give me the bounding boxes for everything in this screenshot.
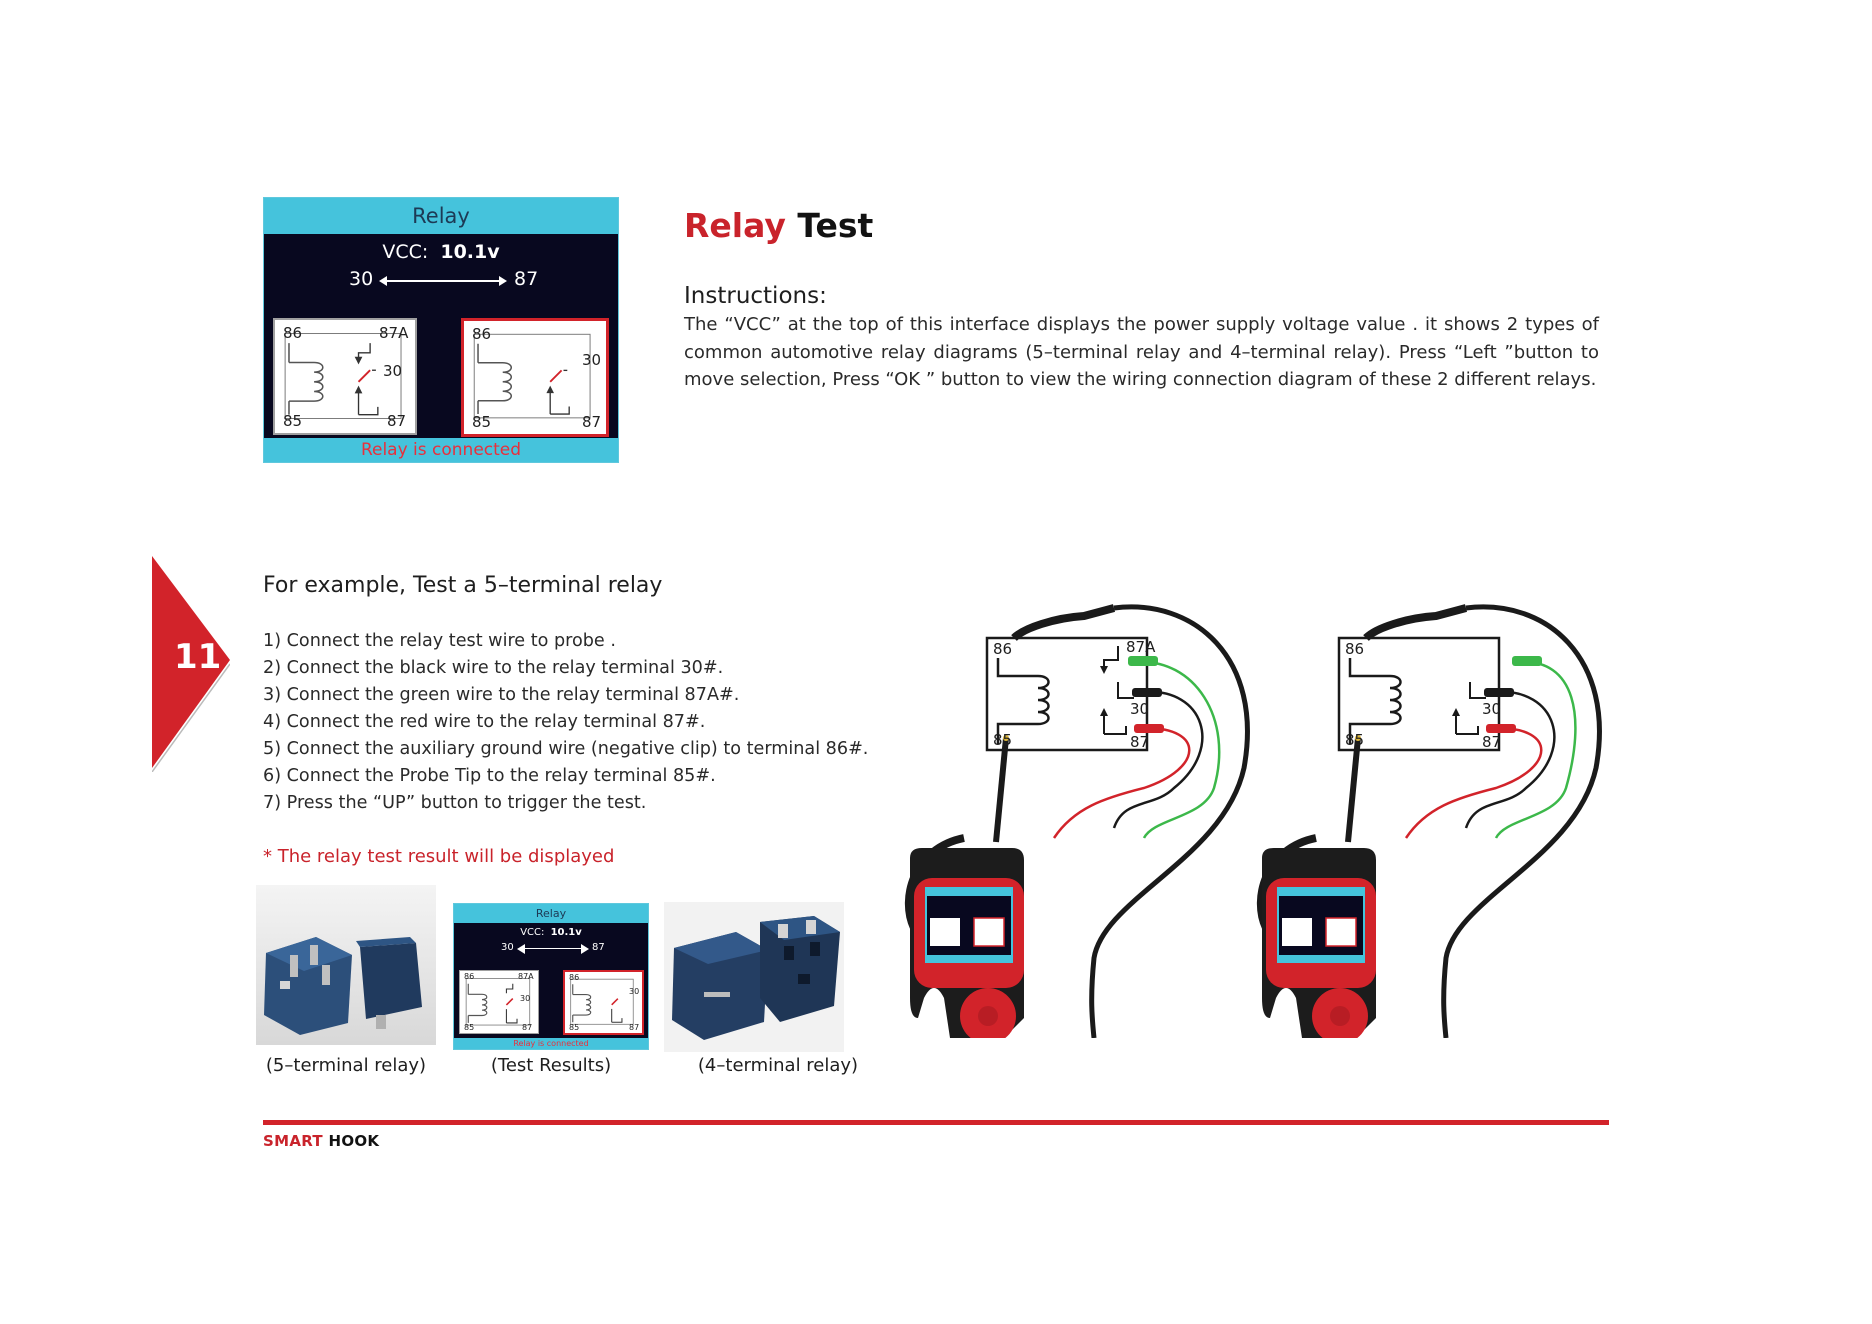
screen-header: Relay — [264, 198, 618, 234]
steps-list: 1) Connect the relay test wire to probe … — [263, 628, 903, 817]
label-87: 87 — [582, 413, 602, 431]
four-terminal-relay-photo — [664, 902, 844, 1052]
label-87: 87 — [1482, 733, 1502, 751]
label-86: 86 — [569, 973, 580, 982]
label-85: 85 — [464, 1023, 475, 1032]
screen-header: Relay — [454, 904, 648, 923]
wiring-illustration — [904, 604, 1250, 1044]
title-test: Test — [785, 206, 874, 245]
label-30: 30 — [520, 994, 531, 1003]
label-30: 30 — [629, 987, 640, 996]
four-terminal-relay-diagram — [570, 978, 634, 1025]
label-87: 87 — [387, 412, 407, 430]
caption-four-terminal: (4–terminal relay) — [697, 1055, 859, 1076]
to-terminal: 87 — [514, 268, 539, 290]
page-tab — [151, 556, 231, 773]
four-terminal-option: 86 30 85 87 — [563, 970, 644, 1035]
label-85: 85 — [1345, 731, 1365, 749]
step-item: 6) Connect the Probe Tip to the relay te… — [263, 766, 716, 786]
page-title: Relay Test — [684, 206, 873, 245]
page-number: 11 — [174, 637, 222, 677]
from-terminal: 30 — [349, 268, 374, 290]
label-86: 86 — [1345, 640, 1365, 658]
terminal-arrow-row: 30 87 — [454, 942, 648, 956]
double-arrow-icon — [379, 276, 507, 286]
screen-status-text: Relay is connected — [360, 440, 522, 460]
step-item: 3) Connect the green wire to the relay t… — [263, 685, 740, 705]
vcc-label: VCC: — [520, 927, 545, 938]
result-note: * The relay test result will be displaye… — [263, 846, 615, 867]
label-87a: 87A — [518, 972, 534, 981]
screen-header-text: Relay — [535, 907, 567, 920]
relay-screen-main: Relay VCC: 10.1v 30 87 86 87A 30 85 87 — [263, 197, 619, 463]
screen-status-text: Relay is connected — [513, 1039, 589, 1048]
example-heading: For example, Test a 5–terminal relay — [263, 573, 663, 598]
wiring-illustration — [1256, 604, 1602, 1044]
step-item: 7) Press the “UP” button to trigger the … — [263, 793, 647, 813]
instructions-body: The “VCC” at the top of this interface d… — [684, 314, 1599, 390]
four-terminal-option[interactable]: 86 30 85 87 — [461, 318, 609, 437]
from-terminal: 30 — [501, 942, 514, 953]
five-terminal-relay-photo — [256, 885, 436, 1045]
wiring-diagram-four-terminal: 86 30 85 87 — [1256, 598, 1608, 1044]
page-tab-shape — [151, 556, 231, 773]
step-item: 1) Connect the relay test wire to probe … — [263, 631, 616, 651]
title-relay: Relay — [684, 206, 786, 245]
to-terminal: 87 — [592, 942, 605, 953]
vcc-value: 10.1v — [550, 927, 582, 938]
label-85: 85 — [569, 1023, 580, 1032]
four-terminal-relay-diagram — [473, 333, 591, 419]
screen-status-bar: Relay is connected — [454, 1038, 648, 1049]
step-item: 2) Connect the black wire to the relay t… — [263, 658, 724, 678]
label-30: 30 — [582, 351, 602, 369]
double-arrow-icon — [517, 944, 589, 954]
five-terminal-option: 86 87A 30 85 87 — [459, 970, 539, 1034]
label-85: 85 — [993, 731, 1013, 749]
five-terminal-relay-diagram — [465, 978, 531, 1026]
step-item: 4) Connect the red wire to the relay ter… — [263, 712, 706, 732]
caption-test-results: (Test Results) — [490, 1055, 612, 1076]
label-87a: 87A — [379, 324, 409, 342]
label-30: 30 — [1482, 700, 1502, 718]
relay-screen-result: Relay VCC: 10.1v 30 87 86 87A 30 85 87 — [453, 903, 649, 1050]
terminal-arrow-row: 30 87 — [264, 268, 618, 294]
label-85: 85 — [283, 412, 303, 430]
label-86: 86 — [993, 640, 1013, 658]
label-30: 30 — [1130, 700, 1150, 718]
label-87: 87 — [522, 1023, 533, 1032]
label-86: 86 — [472, 325, 492, 343]
vcc-label: VCC: — [382, 241, 429, 263]
footer-divider — [263, 1120, 1609, 1125]
label-87: 87 — [629, 1023, 640, 1032]
caption-five-terminal: (5–terminal relay) — [265, 1055, 427, 1076]
vcc-readout: VCC: 10.1v — [264, 241, 618, 263]
brand-smart: SMART — [263, 1132, 323, 1150]
label-85: 85 — [472, 413, 492, 431]
label-86: 86 — [283, 324, 303, 342]
instructions-heading: Instructions: — [684, 283, 827, 309]
relay-photo-illustration — [256, 885, 436, 1045]
brand-hook: HOOK — [322, 1132, 380, 1150]
label-87: 87 — [1130, 733, 1150, 751]
screen-header-text: Relay — [412, 204, 470, 228]
wiring-diagram-five-terminal: 86 87A 30 85 87 — [904, 598, 1256, 1044]
vcc-readout: VCC: 10.1v — [454, 927, 648, 938]
label-87a: 87A — [1126, 638, 1156, 656]
label-30: 30 — [383, 362, 403, 380]
screen-status-bar: Relay is connected — [264, 438, 618, 462]
brand-logo: SMART HOOK — [263, 1132, 379, 1150]
five-terminal-relay-diagram — [284, 333, 402, 419]
relay-photo-illustration — [664, 902, 844, 1052]
five-terminal-option[interactable]: 86 87A 30 85 87 — [273, 318, 417, 435]
vcc-value: 10.1v — [440, 241, 500, 263]
label-86: 86 — [464, 972, 475, 981]
step-item: 5) Connect the auxiliary ground wire (ne… — [263, 739, 869, 759]
